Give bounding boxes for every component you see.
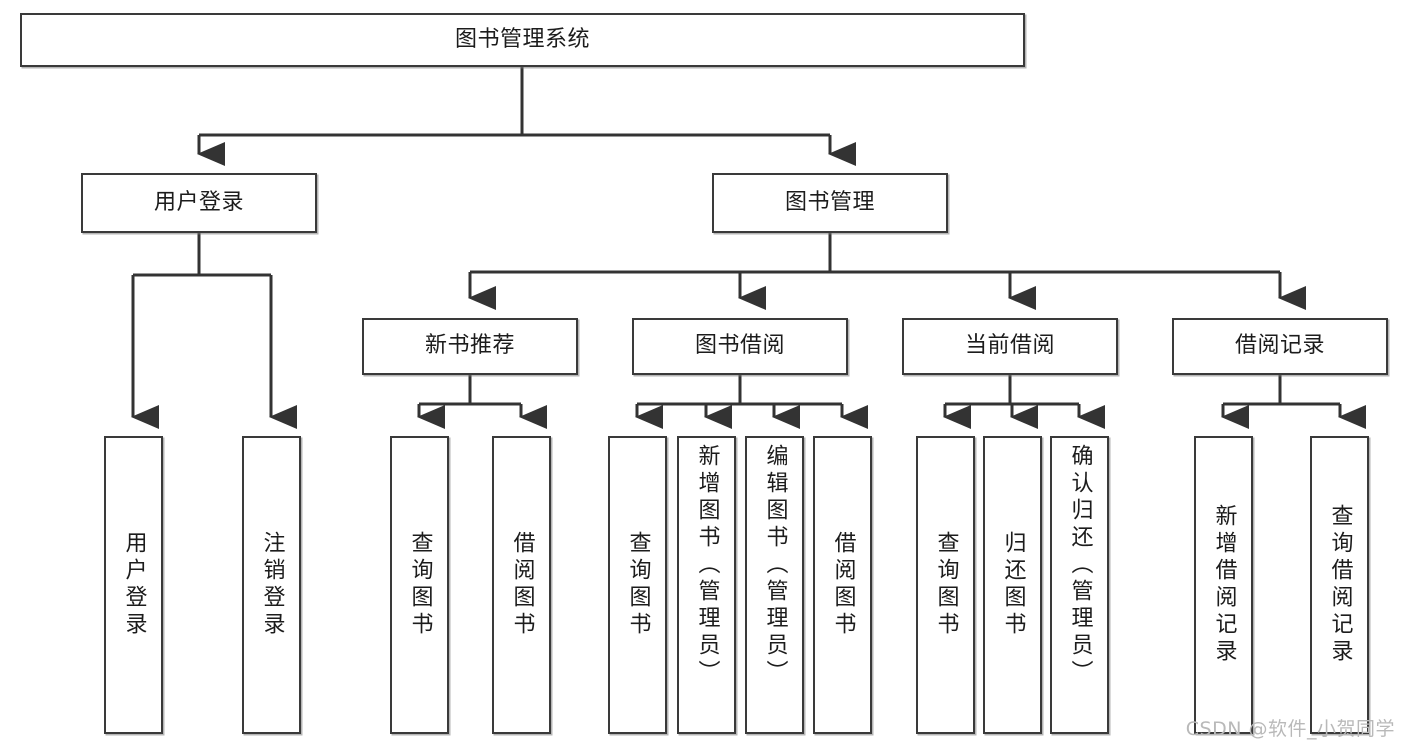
- node-borrow-record[interactable]: 借阅记录: [1172, 318, 1388, 375]
- node-leaf-borrow-book-1-label: 借阅图书: [509, 531, 535, 639]
- node-user-login-label: 用户登录: [153, 189, 244, 215]
- node-leaf-query-record-label: 查询借阅记录: [1327, 504, 1353, 666]
- node-leaf-query-book-2-label: 查询图书: [625, 531, 651, 639]
- node-leaf-borrow-book-2-label: 借阅图书: [830, 531, 856, 639]
- node-leaf-edit-book-label: 编辑图书（管理员）: [762, 444, 788, 687]
- node-leaf-return-book-label: 归还图书: [1000, 531, 1026, 639]
- node-leaf-confirm-return[interactable]: 确认归还（管理员）: [1050, 436, 1109, 734]
- node-book-manage-label: 图书管理: [784, 189, 875, 215]
- node-leaf-user-logout-label: 注销登录: [259, 531, 285, 639]
- node-new-book-rec[interactable]: 新书推荐: [362, 318, 578, 375]
- node-leaf-add-book[interactable]: 新增图书（管理员）: [677, 436, 736, 734]
- node-current-borrow-label: 当前借阅: [964, 333, 1055, 359]
- node-root-label: 图书管理系统: [454, 26, 590, 52]
- node-leaf-user-login[interactable]: 用户登录: [104, 436, 163, 734]
- node-book-borrow-label: 图书借阅: [694, 333, 785, 359]
- node-root[interactable]: 图书管理系统: [20, 13, 1025, 67]
- node-book-borrow[interactable]: 图书借阅: [632, 318, 848, 375]
- node-leaf-return-book[interactable]: 归还图书: [983, 436, 1042, 734]
- node-leaf-add-record-label: 新增借阅记录: [1211, 504, 1237, 666]
- node-leaf-borrow-book-1[interactable]: 借阅图书: [492, 436, 551, 734]
- tree-connectors: [131, 67, 1366, 429]
- node-user-login[interactable]: 用户登录: [81, 173, 317, 233]
- node-leaf-user-logout[interactable]: 注销登录: [242, 436, 301, 734]
- node-leaf-add-record[interactable]: 新增借阅记录: [1194, 436, 1253, 734]
- node-leaf-query-book-3[interactable]: 查询图书: [916, 436, 975, 734]
- node-leaf-query-book-1-label: 查询图书: [407, 531, 433, 639]
- node-leaf-query-record[interactable]: 查询借阅记录: [1310, 436, 1369, 734]
- node-new-book-rec-label: 新书推荐: [424, 333, 515, 359]
- node-leaf-user-login-label: 用户登录: [121, 531, 147, 639]
- node-leaf-add-book-label: 新增图书（管理员）: [694, 444, 720, 687]
- node-leaf-query-book-2[interactable]: 查询图书: [608, 436, 667, 734]
- node-leaf-edit-book[interactable]: 编辑图书（管理员）: [745, 436, 804, 734]
- node-leaf-query-book-1[interactable]: 查询图书: [390, 436, 449, 734]
- node-leaf-borrow-book-2[interactable]: 借阅图书: [813, 436, 872, 734]
- node-current-borrow[interactable]: 当前借阅: [902, 318, 1118, 375]
- node-leaf-query-book-3-label: 查询图书: [933, 531, 959, 639]
- node-book-manage[interactable]: 图书管理: [712, 173, 948, 233]
- node-borrow-record-label: 借阅记录: [1234, 333, 1325, 359]
- node-leaf-confirm-return-label: 确认归还（管理员）: [1067, 444, 1093, 687]
